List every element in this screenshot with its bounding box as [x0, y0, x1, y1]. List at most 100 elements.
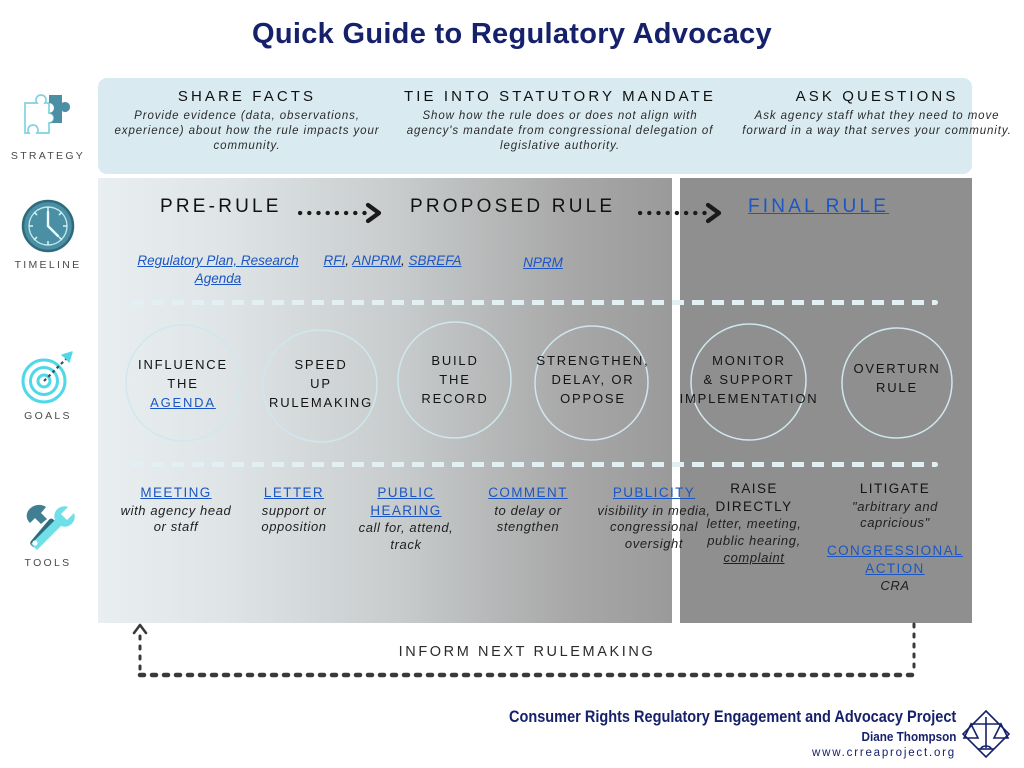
goal-line: STRENGTHEN, — [536, 353, 650, 368]
strategy-heading: ASK QUESTIONS — [795, 88, 959, 105]
tool-body: call for, attend, track — [358, 520, 454, 552]
goal-line: THE — [439, 371, 471, 387]
rail-item-strategy: STRATEGY — [0, 86, 96, 162]
strategy-column-ask-questions: ASK QUESTIONS Ask agency staff what they… — [724, 78, 1024, 174]
strategy-heading: SHARE FACTS — [177, 88, 317, 105]
page-title: Quick Guide to Regulatory Advocacy — [252, 18, 772, 50]
tool-public-hearing: PUBLIC HEARING call for, attend, track — [350, 484, 462, 554]
rail-label-goals: GOALS — [24, 410, 72, 422]
goal-overturn-rule: OVERTURN RULE — [834, 360, 960, 398]
goal-strengthen-delay-oppose: STRENGTHEN, DELAY, OR OPPOSE — [522, 352, 664, 409]
tool-heading-raise-directly: RAISE DIRECTLY — [715, 481, 793, 514]
website-url[interactable]: www.crreaproject.org — [811, 747, 956, 759]
link-separator: , — [400, 253, 405, 268]
timeline-row: PRE-RULE PROPOSED RULE FINAL RULE Regula… — [98, 196, 972, 296]
tool-body: with agency head or staff — [120, 502, 232, 535]
tools-row: MEETING with agency head or staff LETTER… — [98, 480, 972, 620]
tool-heading-public-hearing[interactable]: PUBLIC HEARING — [370, 485, 442, 518]
link-agenda[interactable]: AGENDA — [150, 394, 216, 410]
dotted-arrow-icon — [297, 202, 390, 224]
goal-build-the-record: BUILD THE RECORD — [390, 352, 520, 409]
rail-item-tools: TOOLS — [0, 493, 96, 569]
goal-line: OPPOSE — [560, 390, 626, 406]
goal-monitor-support-implementation: MONITOR & SUPPORT IMPLEMENTATION — [674, 352, 824, 409]
tool-heading-meeting[interactable]: MEETING — [140, 485, 212, 500]
tool-body: letter, meeting, public hearing, — [706, 516, 802, 548]
org-name: Consumer Rights Regulatory Engagement an… — [508, 708, 956, 726]
link-complaint[interactable]: complaint — [723, 549, 785, 565]
link-congressional-action[interactable]: CONGRESSIONAL ACTION — [827, 543, 963, 576]
strategy-heading: TIE INTO STATUTORY MANDATE — [404, 88, 717, 105]
goals-row: INFLUENCE THE AGENDA SPEED UP RULEMAKING — [98, 318, 972, 458]
scales-of-justice-icon — [960, 708, 1012, 765]
tool-raise-directly: RAISE DIRECTLY letter, meeting, public h… — [692, 480, 816, 567]
tool-heading-publicity[interactable]: PUBLICITY — [612, 485, 696, 500]
goal-line: INFLUENCE — [138, 357, 228, 372]
separator-goals-tools — [132, 462, 938, 467]
rail-label-timeline: TIMELINE — [14, 259, 82, 271]
tool-heading-comment[interactable]: COMMENT — [488, 485, 568, 500]
tool-comment: COMMENT to delay or stengthen — [468, 484, 588, 536]
goal-line: RECORD — [421, 390, 489, 406]
inform-next-rulemaking-loop: INFORM NEXT RULEMAKING — [132, 620, 922, 682]
rail-item-timeline: TIMELINE — [0, 195, 96, 271]
goal-influence-the-agenda: INFLUENCE THE AGENDA — [116, 356, 250, 413]
strategy-column-statutory-mandate: TIE INTO STATUTORY MANDATE Show how the … — [396, 78, 724, 174]
tool-meeting: MEETING with agency head or staff — [120, 484, 232, 536]
tool-publicity: PUBLICITY visibility in media, congressi… — [594, 484, 714, 553]
goal-line: BUILD — [431, 353, 479, 368]
link-regulatory-plan[interactable]: Regulatory Plan, Research Agenda — [137, 253, 299, 286]
rail-label-tools: TOOLS — [24, 557, 72, 569]
author-name: Diane Thompson — [861, 729, 956, 744]
goal-line: UP — [310, 375, 332, 391]
phase-final-rule[interactable]: FINAL RULE — [748, 196, 890, 217]
goal-speed-up-rulemaking: SPEED UP RULEMAKING — [250, 356, 392, 413]
phase-pre-rule: PRE-RULE — [160, 196, 282, 217]
goal-line: DELAY, OR — [551, 371, 635, 387]
tool-letter: LETTER support or opposition — [238, 484, 350, 536]
link-rfi[interactable]: RFI — [323, 253, 346, 268]
puzzle-icon — [0, 86, 96, 148]
dotted-loop-icon — [132, 622, 917, 678]
strategy-column-share-facts: SHARE FACTS Provide evidence (data, obse… — [98, 78, 396, 174]
goal-line: RULE — [876, 379, 918, 395]
proposed-rule-early-links: RFI, ANPRM, SBREFA — [320, 252, 465, 270]
strategy-body: Provide evidence (data, observations, ex… — [114, 110, 380, 153]
goal-line: & SUPPORT — [703, 371, 795, 387]
tool-body: visibility in media, congressional overs… — [597, 502, 711, 552]
strategy-body: Show how the rule does or does not align… — [406, 110, 714, 153]
tool-body: "arbitrary and capricious" — [852, 498, 938, 531]
goal-line: RULEMAKING — [269, 394, 373, 410]
rail-item-goals: GOALS — [0, 346, 96, 422]
goal-line: IMPLEMENTATION — [679, 390, 819, 406]
link-anprm[interactable]: ANPRM — [352, 253, 401, 268]
tool-heading-letter[interactable]: LETTER — [263, 485, 325, 500]
phase-proposed-rule: PROPOSED RULE — [410, 196, 616, 217]
hammer-wrench-icon — [0, 493, 96, 555]
rulemaking-board: PRE-RULE PROPOSED RULE FINAL RULE Regula… — [98, 178, 972, 623]
tool-body: to delay or stengthen — [494, 502, 562, 535]
footer-branding: Consumer Rights Regulatory Engagement an… — [509, 708, 1012, 765]
strategy-body: Ask agency staff what they need to move … — [742, 110, 1012, 138]
goal-line: THE — [167, 375, 199, 391]
target-arrow-icon — [0, 346, 96, 408]
proposed-rule-links: NPRM — [478, 254, 608, 272]
goal-line: SPEED — [294, 357, 348, 372]
tool-body-tail: CRA — [880, 578, 910, 594]
link-sbrefa[interactable]: SBREFA — [408, 253, 462, 268]
link-separator: , — [345, 253, 349, 268]
strategy-band: SHARE FACTS Provide evidence (data, obse… — [98, 78, 1011, 174]
loop-label: INFORM NEXT RULEMAKING — [398, 644, 656, 660]
clock-icon — [0, 195, 96, 257]
goal-line: OVERTURN — [853, 361, 941, 376]
goal-line: MONITOR — [712, 353, 786, 368]
tool-heading-litigate: LITIGATE — [859, 481, 931, 496]
link-nprm[interactable]: NPRM — [523, 255, 563, 270]
tool-body: support or opposition — [261, 502, 327, 535]
separator-timeline-goals — [132, 300, 938, 305]
dotted-arrow-icon — [637, 202, 730, 224]
rail-label-strategy: STRATEGY — [10, 150, 86, 162]
pre-rule-links: Regulatory Plan, Research Agenda — [118, 252, 318, 287]
category-rail: STRATEGY TIMELINE — [0, 78, 96, 623]
tool-litigate: LITIGATE "arbitrary and capricious" CONG… — [820, 480, 970, 595]
